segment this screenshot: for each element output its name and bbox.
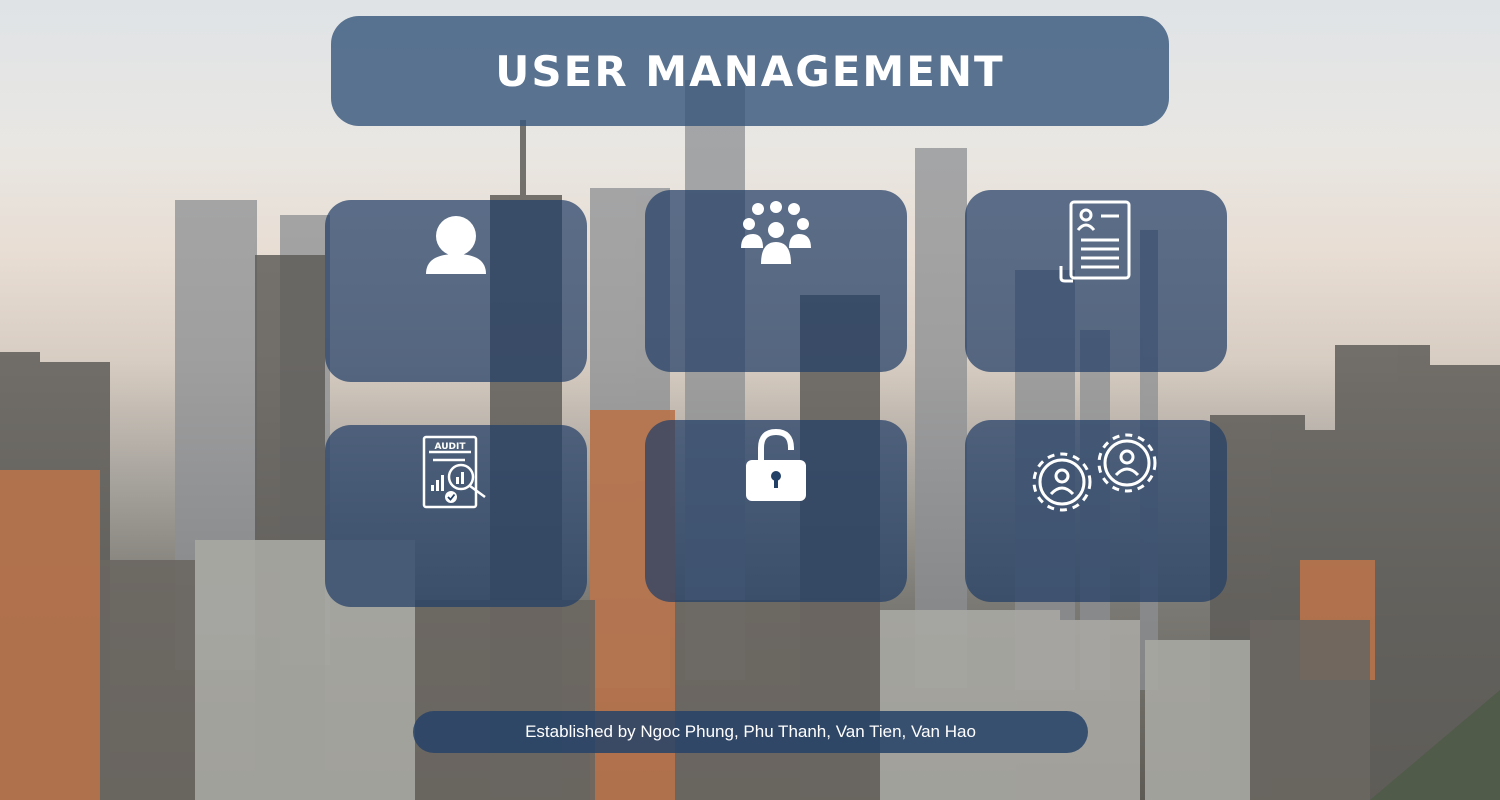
tile-group-users[interactable] [645, 190, 907, 372]
tile-access-unlock[interactable] [645, 420, 907, 602]
title-banner: USER MANAGEMENT [331, 16, 1169, 126]
user-profile-document-icon [1059, 200, 1131, 283]
page-title: USER MANAGEMENT [495, 46, 1005, 96]
user-icon [426, 216, 486, 274]
tile-audit[interactable]: AUDIT [325, 425, 587, 607]
group-users-icon [741, 201, 811, 264]
unlocked-padlock-icon [746, 428, 806, 501]
user-settings-gears-icon [1032, 433, 1157, 512]
tile-user[interactable] [325, 200, 587, 382]
tile-user-profile[interactable] [965, 190, 1227, 372]
audit-report-icon: AUDIT [422, 435, 486, 509]
credits-banner: Established by Ngoc Phung, Phu Thanh, Va… [413, 711, 1088, 753]
credits-text: Established by Ngoc Phung, Phu Thanh, Va… [525, 722, 976, 741]
tile-user-settings[interactable] [965, 420, 1227, 602]
audit-icon-label: AUDIT [435, 442, 467, 452]
